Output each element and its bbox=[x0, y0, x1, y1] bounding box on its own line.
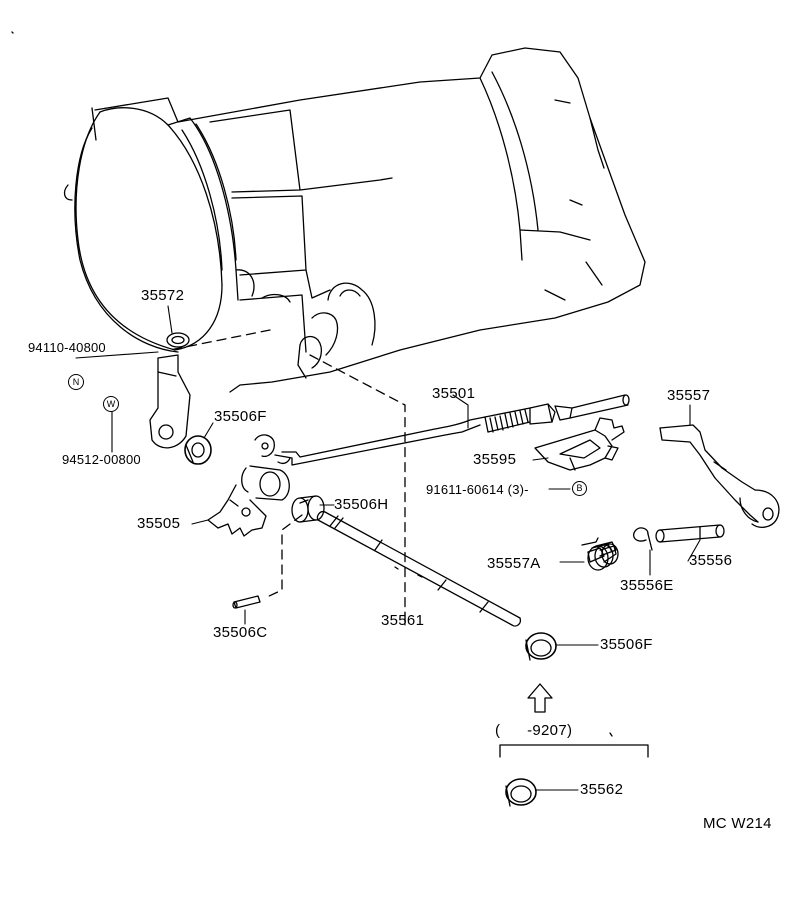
label-35506C: 35506C bbox=[213, 624, 268, 641]
label-35505: 35505 bbox=[137, 515, 181, 532]
symbol-w-icon: W bbox=[103, 396, 119, 412]
collar-35506H bbox=[291, 495, 325, 523]
symbol-b-icon: B bbox=[572, 481, 587, 496]
label-94512-00800: 94512-00800 bbox=[62, 452, 141, 467]
label-35506H: 35506H bbox=[334, 496, 389, 513]
scan-mark bbox=[11, 31, 14, 34]
leader-lines bbox=[75, 305, 701, 791]
diagram-code: MC W214 bbox=[703, 815, 772, 832]
pin-35506C bbox=[232, 595, 261, 609]
seal-35506F-lower bbox=[525, 632, 557, 661]
seal-35562 bbox=[505, 778, 537, 807]
label-35562: 35562 bbox=[580, 781, 624, 798]
label-35506F-lower: 35506F bbox=[600, 636, 653, 653]
label-35556: 35556 bbox=[689, 552, 733, 569]
scan-mark bbox=[609, 732, 613, 737]
shaft-35561 bbox=[316, 510, 522, 627]
rod-35501 bbox=[274, 394, 630, 466]
replacement-arrow bbox=[527, 683, 553, 713]
label-35557: 35557 bbox=[667, 387, 711, 404]
label-35561: 35561 bbox=[381, 612, 425, 629]
lever-35557 bbox=[659, 424, 780, 528]
pin-35556 bbox=[655, 524, 725, 543]
lever-35572 bbox=[149, 332, 191, 449]
center-line bbox=[169, 329, 406, 626]
label-94110-40800: 94110-40800 bbox=[28, 340, 106, 355]
label-date-range: ( -9207) bbox=[495, 722, 573, 739]
seal-35506F-upper bbox=[184, 435, 212, 465]
symbol-n-icon: N bbox=[68, 374, 84, 390]
label-35572: 35572 bbox=[141, 287, 185, 304]
lever-35505 bbox=[207, 434, 290, 537]
date-bracket bbox=[499, 744, 649, 758]
transmission-case bbox=[63, 47, 646, 393]
label-35506F-upper: 35506F bbox=[214, 408, 267, 425]
label-35595: 35595 bbox=[473, 451, 517, 468]
label-35501: 35501 bbox=[432, 385, 476, 402]
label-91611-60614: 91611-60614 (3)- bbox=[426, 482, 529, 497]
ering-35556E bbox=[632, 527, 653, 551]
label-35556E: 35556E bbox=[620, 577, 674, 594]
spring-35557A bbox=[581, 537, 619, 571]
label-35557A: 35557A bbox=[487, 555, 541, 572]
bracket-35595 bbox=[534, 417, 625, 471]
